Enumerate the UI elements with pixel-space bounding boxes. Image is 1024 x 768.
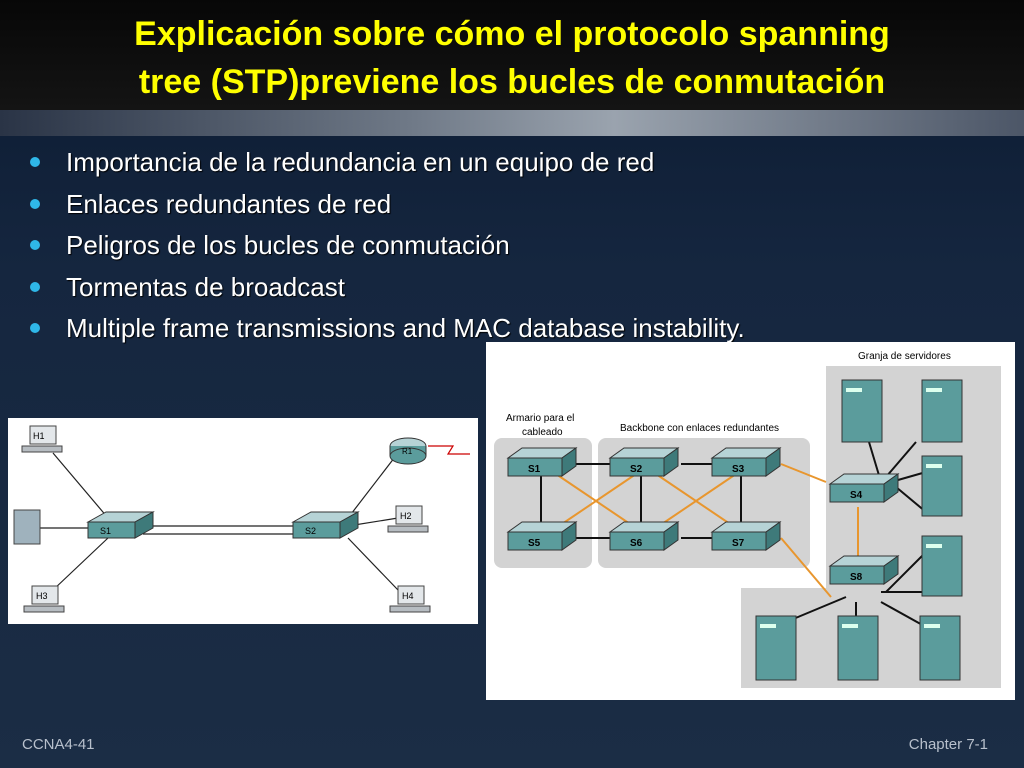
switch-s7-icon: S7 — [710, 521, 782, 551]
title-bar: Explicación sobre cómo el protocolo span… — [0, 0, 1024, 110]
server-icon — [837, 615, 879, 681]
cabling-closet-label-1: Armario para el — [506, 413, 574, 424]
server-icon — [921, 455, 963, 517]
switch-s3-label: S3 — [732, 464, 745, 475]
bullet-text: Enlaces redundantes de red — [66, 188, 392, 219]
server-icon — [921, 535, 963, 597]
switch-s8-icon: S8 — [828, 555, 900, 585]
bullet-icon — [30, 157, 40, 167]
server-icon — [755, 615, 797, 681]
switch-s6-icon: S6 — [608, 521, 680, 551]
switch-s5-label: S5 — [528, 538, 541, 549]
bullet-list: Importancia de la redundancia en un equi… — [30, 142, 745, 350]
small-topology-svg: H1 H3 S1 S2 — [13, 425, 470, 613]
router-r1-icon: R1 — [389, 437, 427, 465]
server-icon — [13, 509, 41, 545]
switch-s2-icon: S2 — [608, 447, 680, 477]
bullet-item: Multiple frame transmissions and MAC dat… — [30, 308, 745, 350]
bullet-icon — [30, 198, 40, 209]
host-h4-icon: H4 — [389, 585, 431, 613]
switch-s4-label: S4 — [850, 490, 863, 501]
server-farm-label: Granja de servidores — [858, 351, 951, 362]
switch-s4-icon: S4 — [828, 473, 900, 503]
bullet-item: Enlaces redundantes de red — [30, 184, 745, 226]
switch-s2-icon: S2 — [291, 511, 360, 539]
switch-s1-label: S1 — [100, 526, 111, 536]
switch-s1-icon: S1 — [506, 447, 578, 477]
bullet-text: Importancia de la redundancia en un equi… — [66, 147, 655, 177]
bullet-item: Importancia de la redundancia en un equi… — [30, 142, 745, 184]
bullet-text: Multiple frame transmissions and MAC dat… — [66, 313, 745, 343]
server-icon — [921, 379, 963, 443]
host-h3-icon: H3 — [23, 585, 65, 613]
switch-s6-label: S6 — [630, 538, 643, 549]
bullet-item: Peligros de los bucles de conmutación — [30, 225, 745, 267]
host-h4-label: H4 — [402, 591, 414, 601]
host-h2-icon: H2 — [387, 505, 429, 533]
switch-s8-label: S8 — [850, 572, 863, 583]
bullet-icon — [30, 281, 40, 292]
switch-s2-label: S2 — [305, 526, 316, 536]
server-farm-region — [741, 366, 1001, 688]
footer-right: Chapter 7-1 — [908, 736, 988, 753]
host-h1-icon: H1 — [21, 425, 63, 453]
redundant-links — [555, 463, 859, 598]
bullet-icon — [30, 323, 40, 333]
large-topology-svg: Granja de servidores Armario para el cab… — [494, 351, 1001, 688]
router-r1-label: R1 — [402, 447, 413, 456]
slide-title-line-2: tree (STP)previene los bucles de conmuta… — [138, 63, 886, 101]
switch-s7-label: S7 — [732, 538, 745, 549]
slide-title-line-1: Explicación sobre cómo el protocolo span… — [134, 15, 890, 53]
switch-s2-label: S2 — [630, 464, 643, 475]
large-topology-diagram: Granja de servidores Armario para el cab… — [486, 342, 1015, 700]
title-divider — [0, 110, 1024, 136]
bullet-text: Tormentas de broadcast — [66, 271, 345, 302]
switch-s1-label: S1 — [528, 464, 541, 475]
small-topology-links — [38, 445, 470, 591]
small-topology-diagram: H1 H3 S1 S2 — [8, 418, 478, 624]
server-icons — [755, 379, 963, 681]
server-icon — [919, 615, 961, 681]
switch-s3-icon: S3 — [710, 447, 782, 477]
bullet-text: Peligros de los bucles de conmutación — [66, 230, 510, 260]
switch-s5-icon: S5 — [506, 521, 578, 551]
host-h3-label: H3 — [36, 591, 48, 601]
footer-left: CCNA4-41 — [22, 736, 95, 753]
bullet-item: Tormentas de broadcast — [30, 267, 745, 309]
host-h1-label: H1 — [33, 431, 45, 441]
server-icon — [841, 379, 883, 443]
cabling-closet-label-2: cableado — [522, 427, 563, 438]
backbone-label: Backbone con enlaces redundantes — [620, 423, 779, 434]
bullet-icon — [30, 240, 40, 250]
host-h2-label: H2 — [400, 511, 412, 521]
switch-s1-icon: S1 — [86, 511, 155, 539]
